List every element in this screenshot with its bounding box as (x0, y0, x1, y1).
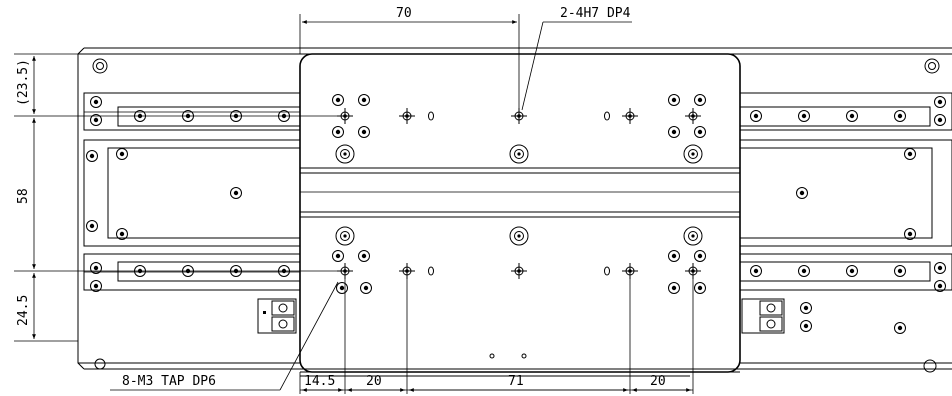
table-plate (299, 53, 741, 373)
callout-top: 2-4H7 DP4 (521, 6, 632, 111)
right-connector (741, 298, 906, 334)
left-upper-rail (83, 92, 301, 131)
left-carriage-block (83, 139, 301, 247)
callout-top-label: 2-4H7 DP4 (560, 6, 631, 21)
dimension-left-mid-label: 58 (16, 188, 31, 204)
dimension-bottom-4-label: 20 (650, 374, 666, 389)
dimension-bottom: 14.5 20 71 20 (299, 276, 694, 394)
dimension-bottom-3-label: 71 (508, 374, 524, 389)
plate-bottom-holes (332, 226, 706, 359)
left-connector (257, 298, 297, 334)
dimension-top-label: 70 (396, 6, 412, 21)
dimension-left-top-label: (23.5) (16, 59, 31, 106)
callout-bottom-label: 8-M3 TAP DP6 (122, 374, 216, 389)
right-carriage-block (739, 139, 952, 247)
callout-bottom: 8-M3 TAP DP6 (110, 281, 339, 391)
dimension-left-bottom-label: 24.5 (16, 295, 31, 326)
dimension-top-70: 70 (299, 6, 520, 108)
right-lower-rail (739, 253, 952, 292)
right-upper-rail (739, 92, 952, 131)
left-lower-rail (83, 253, 301, 292)
base-body (77, 47, 952, 377)
dimension-bottom-1-label: 14.5 (304, 374, 335, 389)
dimension-bottom-2-label: 20 (366, 374, 382, 389)
dimension-left: (23.5) 58 24.5 (14, 53, 340, 342)
